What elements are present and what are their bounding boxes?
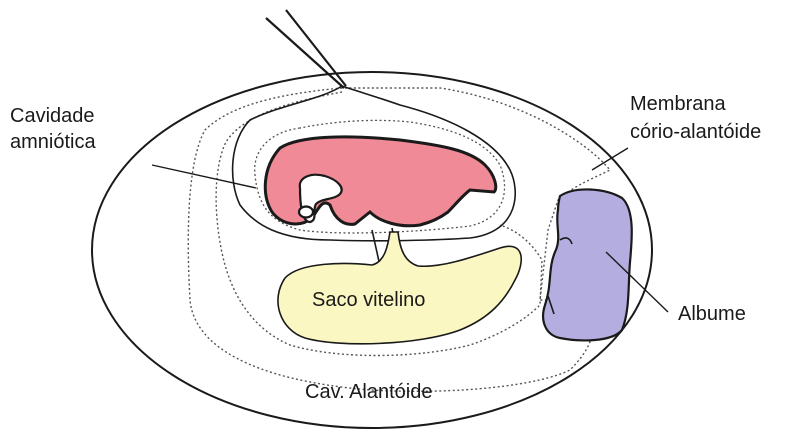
- embryo-eye: [299, 207, 313, 218]
- label-albume: Albume: [678, 303, 746, 325]
- label-saco-vitelino: Saco vitelino: [312, 289, 425, 311]
- label-cavidade-line2: amniótica: [10, 131, 96, 153]
- leader-cavidade: [152, 165, 256, 188]
- yolk-sac: [278, 232, 521, 344]
- label-cavidade-line1: Cavidade: [10, 105, 95, 127]
- label-membrana-line1: Membrana: [630, 93, 726, 115]
- leader-membrana: [592, 148, 628, 170]
- label-cav-alantoide: Cav. Alantóide: [305, 381, 433, 403]
- label-membrana-line2: cório-alantóide: [630, 121, 761, 143]
